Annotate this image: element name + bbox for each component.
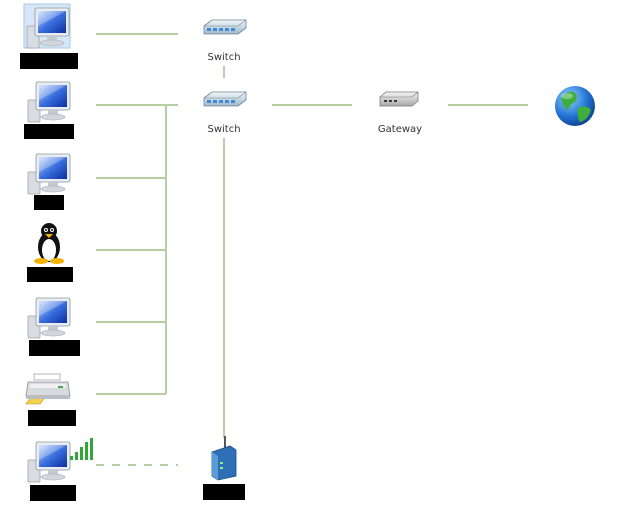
computer-node-1[interactable]: [23, 3, 71, 49]
gateway-router-icon: [379, 91, 419, 107]
switch-main-label: Switch: [207, 124, 241, 135]
network-switch-icon: [203, 19, 247, 35]
switch-node-main[interactable]: [203, 91, 247, 107]
redacted-label-pc4: [29, 340, 80, 356]
gateway-node[interactable]: [379, 91, 419, 107]
signal-strength-icon: [70, 438, 93, 460]
redacted-label-linux: [27, 267, 73, 282]
network-switch-icon: [203, 91, 247, 107]
globe-icon: [555, 86, 595, 126]
redacted-label-access-point: [203, 484, 245, 500]
printer-node[interactable]: [25, 373, 71, 405]
printer-icon: [25, 373, 71, 405]
redacted-label-pc1: [20, 53, 78, 69]
computer-node-4[interactable]: [27, 297, 71, 339]
desktop-computer-icon: [27, 297, 71, 339]
switch-top-label: Switch: [207, 52, 241, 63]
switch-node-top[interactable]: [203, 19, 247, 35]
desktop-computer-icon: [27, 81, 71, 123]
redacted-label-pc3: [34, 195, 64, 210]
redacted-label-pc2: [24, 124, 74, 139]
wireless-computer-node[interactable]: [27, 438, 93, 483]
computer-node-2[interactable]: [27, 81, 71, 123]
internet-node[interactable]: [555, 86, 595, 126]
linux-host-node[interactable]: [34, 223, 64, 264]
computer-node-3[interactable]: [27, 153, 71, 195]
redacted-label-printer: [28, 410, 76, 426]
desktop-computer-icon: [27, 153, 71, 195]
access-point-node[interactable]: [211, 436, 237, 481]
wireless-access-point-icon: [211, 436, 237, 481]
redacted-label-wireless-pc: [30, 485, 76, 501]
desktop-computer-icon: [27, 441, 71, 483]
gateway-label: Gateway: [377, 124, 423, 135]
linux-penguin-icon: [34, 223, 64, 264]
